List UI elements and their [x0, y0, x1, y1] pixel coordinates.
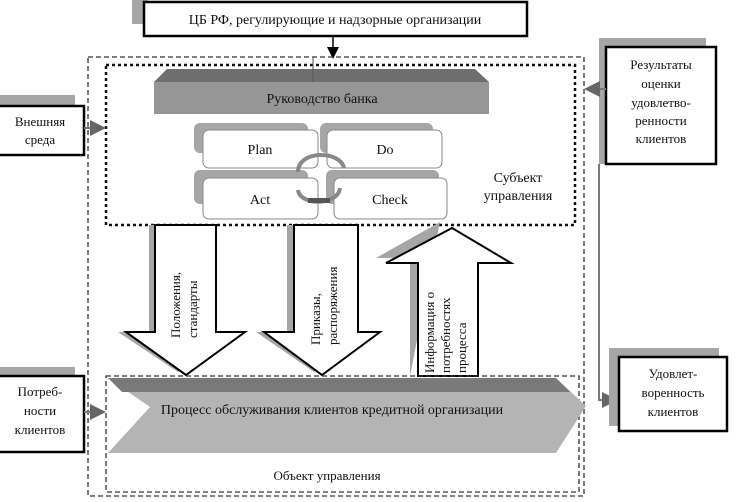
- regulators-box: ЦБ РФ, регулирующие и надзорные организа…: [132, 0, 529, 38]
- system-boundary: [87, 56, 585, 497]
- info-label-1: Информация о: [422, 292, 437, 373]
- orders-label-2: распоряжения: [325, 267, 340, 345]
- subject-label-2: управления: [484, 189, 553, 204]
- process-chevron: Процесс обслуживания клиентов кредитной …: [108, 378, 586, 453]
- results-label-5: клиентов: [636, 131, 687, 146]
- satisfaction-label-3: клиентов: [648, 404, 699, 419]
- external-environment-box: Внешняя среда: [0, 95, 86, 157]
- do-box: [326, 129, 443, 169]
- needs-label-2: ности: [24, 403, 56, 418]
- subject-boundary: [104, 63, 577, 227]
- regulations-label-1: Положения,: [168, 272, 183, 338]
- info-label-2: потребностях: [438, 297, 453, 373]
- management-bar: Руководство банка: [154, 57, 489, 114]
- regulations-label-2: стандарты: [185, 280, 200, 338]
- external-label-1: Внешняя: [15, 114, 65, 129]
- subject-label-1: Субъект: [494, 171, 543, 186]
- orders-label-1: Приказы,: [308, 293, 323, 345]
- external-label-2: среда: [25, 132, 55, 147]
- object-boundary: [105, 375, 580, 493]
- customer-needs-box: Потреб- ности клиентов: [0, 367, 86, 454]
- act-label: Act: [250, 193, 270, 208]
- plan-box: [202, 129, 319, 169]
- object-label: Объект управления: [273, 468, 380, 483]
- check-label: Check: [372, 193, 408, 208]
- plan-label: Plan: [248, 143, 273, 158]
- regulators-label: ЦБ РФ, регулирующие и надзорные организа…: [189, 13, 482, 28]
- needs-label-3: клиентов: [15, 422, 66, 437]
- cycle-arrow-icon: [296, 153, 346, 173]
- regulations-arrow: Положения, стандарты: [118, 224, 249, 377]
- needs-label-1: Потреб-: [18, 384, 63, 399]
- results-label-4: ренности: [635, 113, 686, 128]
- satisfaction-label-1: Удовлет-: [649, 366, 698, 381]
- do-label: Do: [376, 143, 393, 158]
- results-label-1: Результаты: [630, 57, 692, 72]
- results-label-2: оценки: [641, 76, 681, 91]
- info-arrow: Информация о потребностях процесса: [376, 222, 515, 377]
- results-label-3: удовлетво-: [631, 95, 691, 110]
- management-label: Руководство банка: [266, 92, 378, 107]
- results-box: Результаты оценки удовлетво- ренности кл…: [599, 38, 718, 166]
- info-label-3: процесса: [454, 322, 469, 373]
- pdca-cycle: Plan Do Act Check: [194, 123, 448, 220]
- process-label: Процесс обслуживания клиентов кредитной …: [161, 403, 504, 418]
- satisfaction-label-2: воренность: [642, 385, 705, 400]
- orders-arrow: Приказы, распоряжения: [256, 224, 384, 377]
- customer-satisfaction-box: Удовлет- воренность клиентов: [609, 348, 729, 433]
